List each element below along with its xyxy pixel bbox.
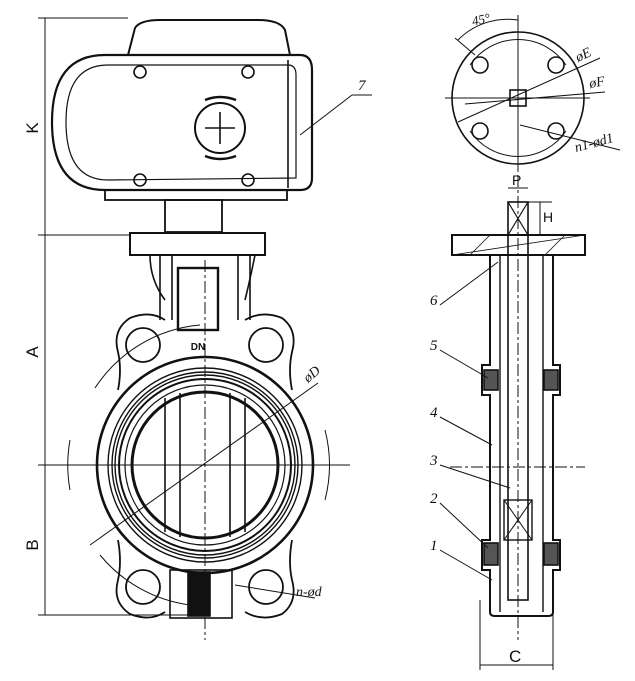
valve-section-view: [439, 175, 586, 670]
label-7-leader: [299, 94, 372, 136]
part-label-2: 2: [430, 491, 438, 507]
p-h-dimensions: [508, 187, 552, 235]
dim-n1d1-label: n1-ød1: [573, 131, 615, 156]
dim-c-label: C: [509, 647, 521, 666]
part-label-3: 3: [429, 453, 438, 469]
angle-45-label: 45°: [471, 10, 492, 28]
part-label-5: 5: [430, 338, 438, 354]
body-marking-dn: DN: [191, 342, 205, 353]
dim-nd-label: n-ød: [296, 585, 323, 600]
c-dimension: [479, 600, 554, 670]
part-leaders: [439, 261, 511, 581]
actuator: [50, 19, 314, 233]
part-label-6: 6: [430, 293, 438, 309]
part-label-4: 4: [430, 405, 438, 421]
valve-body-front: [62, 232, 350, 640]
dim-oe-label: øE: [572, 45, 594, 66]
part-label-1: 1: [430, 538, 438, 554]
dim-b-label: B: [23, 539, 42, 550]
dim-p-label: P: [512, 172, 521, 188]
dim-k-label: K: [23, 122, 42, 134]
part-label-7: 7: [358, 78, 367, 94]
left-dimension-lines: [38, 17, 200, 616]
flange-top-view: [445, 15, 621, 172]
dim-of-label: øF: [587, 74, 606, 92]
dim-od-label: øD: [300, 364, 324, 387]
dim-h-label: H: [543, 209, 553, 225]
dim-a-label: A: [23, 346, 42, 358]
